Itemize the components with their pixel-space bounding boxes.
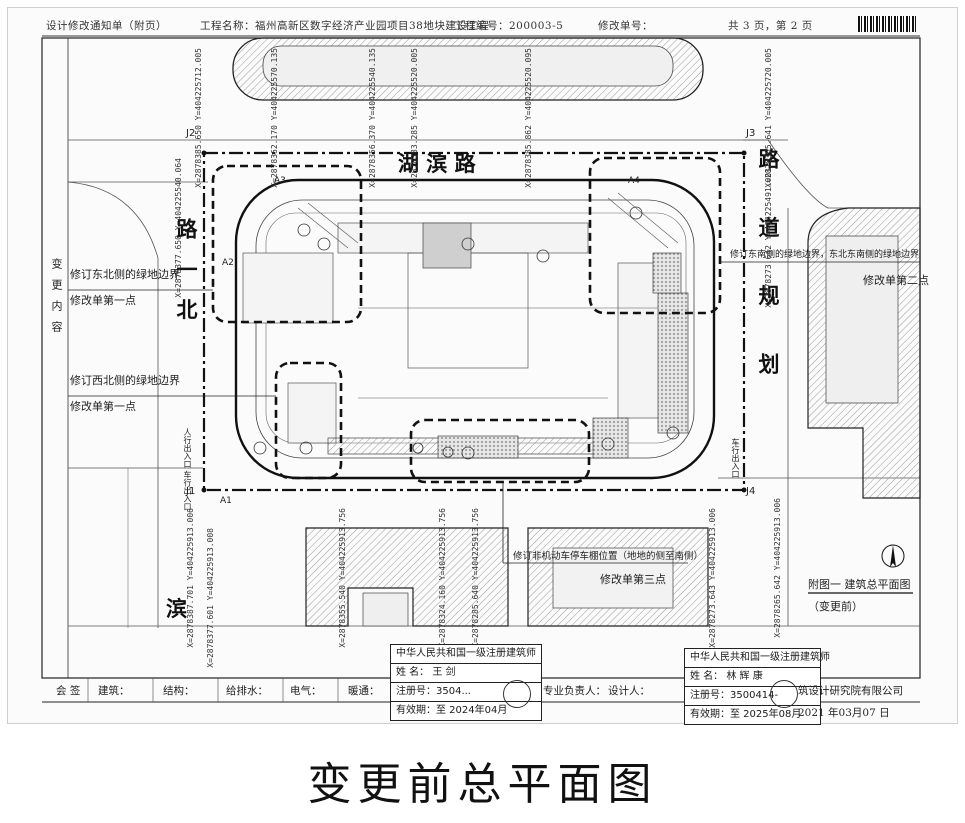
stamp-name: 姓 名： 林 辉 康 <box>685 668 820 687</box>
side-change-label: 变更内容 <box>50 258 63 342</box>
signoff-water: 给排水： <box>226 685 268 697</box>
coord-label: X=2878355.540 Y=404225913.756 <box>338 508 347 648</box>
stamp-name: 姓 名： 王 剑 <box>391 664 541 683</box>
annotation-1-line1: 修订东北侧的绿地边界 <box>70 268 180 281</box>
signoff-hvac: 暖通： <box>348 685 380 697</box>
signoff-electric: 电气： <box>290 685 322 697</box>
signoff-designer: 设计人： <box>608 685 650 697</box>
annotation-4-line1: 修订非机动车停车棚位置（地地的侧至南侧） <box>513 551 704 562</box>
drawing-sheet: 设计修改通知单（附页） 工程名称：福州高新区数字经济产业园项目38地块建设工程 … <box>8 8 957 725</box>
stamp-title: 中华人民共和国一级注册建筑师 <box>685 649 830 668</box>
change-number: 修改单号： <box>598 20 653 32</box>
annotation-2-line1: 修订西北侧的绿地边界 <box>70 374 180 387</box>
point-label-j2: J2 <box>186 128 196 139</box>
figure-subcaption: （变更前） <box>808 600 863 613</box>
annotation-1-line2: 修改单第一点 <box>70 294 136 307</box>
page-count: 共 3 页，第 2 页 <box>728 20 813 32</box>
entrance-label-left: 人行出入口 车行出入口 <box>183 428 192 511</box>
stamp-title: 中华人民共和国一级注册建筑师 <box>391 645 541 664</box>
coord-label: X=2878356.370 Y=404225540.135 <box>368 48 377 188</box>
annotation-2-line2: 修改单第一点 <box>70 400 136 413</box>
coord-label: X=2878383.285 Y=404225520.005 <box>410 48 419 188</box>
stamp-valid: 有效期：至 2024年04月 <box>396 705 508 716</box>
signoff-company: 筑设计研究院有限公司 <box>798 685 903 697</box>
stamp-reg: 注册号：3500414- <box>685 687 820 706</box>
project-number: 工程编号：200003-5 <box>454 20 564 32</box>
road-bottom-label: 滨 <box>166 596 187 621</box>
road-left-label: 路 一 北 <box>174 218 199 326</box>
coord-label: X=2878377.650 Y=404225540.064 <box>174 158 183 298</box>
figure-caption: 附图一 建筑总平面图 <box>808 578 911 591</box>
signoff-architecture: 建筑： <box>98 685 130 697</box>
road-top-label: 湖 滨 路 <box>398 151 476 176</box>
point-label-a3: A3 <box>274 176 286 186</box>
coord-label: X=2878285.640 Y=404225913.756 <box>471 508 480 648</box>
notice-title: 设计修改通知单（附页） <box>46 20 167 32</box>
coord-label: X=2878387.701 Y=404225913.006 <box>186 508 195 648</box>
coord-label: X=2878385.650 Y=404225712.005 <box>194 48 203 188</box>
page-caption: 变更前总平面图 <box>307 759 658 810</box>
road-right-label: 路 道 规 划 <box>756 148 781 394</box>
stamp-reg: 注册号：3504... <box>391 683 541 702</box>
coord-label: X=2878273.643 Y=404225913.006 <box>708 508 717 648</box>
signoff-lead: 专业负责人： <box>543 685 606 697</box>
project-name: 工程名称：福州高新区数字经济产业园项目38地块建设工程 <box>200 20 490 32</box>
signoff-label: 会 签 <box>56 685 81 697</box>
coord-label: X=2878385.862 Y=404225520.095 <box>524 48 533 188</box>
seal-right <box>770 680 798 708</box>
coord-label: X=2878265.642 Y=404225913.006 <box>773 498 782 638</box>
seal-left <box>503 680 531 708</box>
point-label-a1: A1 <box>220 496 232 506</box>
coord-label: X=2878377.601 Y=404225913.008 <box>206 528 215 668</box>
point-label-j4: J4 <box>746 486 756 497</box>
signoff-date: 2021 年03月07 日 <box>798 707 890 719</box>
annotation-4-line2: 修改单第三点 <box>600 573 666 586</box>
point-label-j1: J1 <box>186 486 196 497</box>
point-label-j3: J3 <box>746 128 756 139</box>
architect-stamp-right: 中华人民共和国一级注册建筑师 姓 名： 林 辉 康 注册号：3500414- 有… <box>684 648 830 725</box>
signoff-structure: 结构： <box>163 685 195 697</box>
stamp-valid: 有效期：至 2025年08月 <box>690 709 802 720</box>
coord-label: X=2878362.170 Y=404225570.135 <box>270 48 279 188</box>
point-label-a4: A4 <box>628 176 640 186</box>
site-plan-drawing <box>41 35 921 703</box>
annotation-3-line1: 修订东南侧的绿地边界，东北东南侧的绿地边界 <box>730 250 920 260</box>
entrance-label-right: 车行出入口 <box>731 438 740 478</box>
barcode <box>858 16 916 32</box>
coord-label: X=2878273.642 Y=404225491.001 <box>764 168 773 308</box>
annotation-3-line2: 修改单第二点 <box>863 274 929 287</box>
coord-label: X=2878324.160 Y=404225913.756 <box>438 508 447 648</box>
point-label-a2: A2 <box>222 258 234 268</box>
